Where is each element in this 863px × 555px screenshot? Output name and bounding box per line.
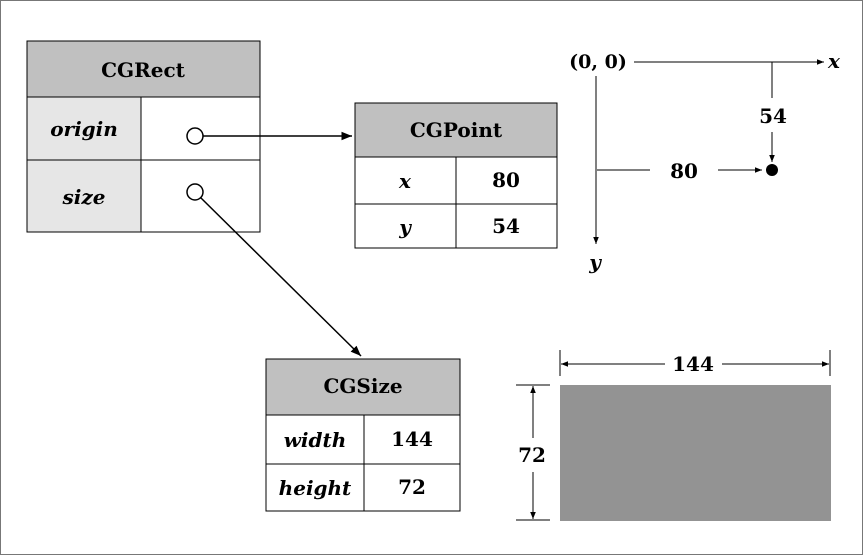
dy-label: 54 (759, 104, 787, 128)
height-dimension-label: 72 (518, 443, 546, 467)
cgsize-height-value: 72 (398, 475, 426, 499)
cgpoint-y-label: y (398, 215, 412, 239)
cgpoint-y-value: 54 (492, 214, 520, 238)
cgsize-height-label: height (279, 476, 352, 500)
point-dot (766, 164, 778, 176)
dx-label: 80 (670, 159, 698, 183)
size-pointer-circle (186, 183, 204, 201)
cgpoint-x-value-cell (455, 156, 558, 205)
cgpoint-x-label: x (398, 169, 412, 193)
cgrect-origin-value-cell (140, 96, 261, 161)
cgsize-box: CGSize width 144 height 72 (265, 358, 461, 512)
cgsize-title: CGSize (323, 374, 402, 398)
cgpoint-header (354, 102, 558, 158)
cgsize-header (265, 358, 461, 416)
cgrect-size-label-cell (26, 159, 142, 233)
size-rectangle (560, 385, 831, 521)
cgpoint-y-value-cell (455, 203, 558, 249)
cgpoint-box: CGPoint x 80 y 54 (354, 102, 558, 249)
cgrect-header (26, 40, 261, 98)
cgsize-width-label: width (284, 428, 347, 452)
origin-pointer-circle (186, 127, 204, 145)
cgsize-height-value-cell (363, 463, 461, 512)
origin-label: (0, 0) (569, 51, 627, 73)
x-axis-label: x (827, 49, 841, 73)
cgsize-width-value: 144 (391, 427, 433, 451)
size-pointer-arrow (200, 197, 362, 357)
y-axis-label: y (588, 250, 602, 274)
coordinate-system: (0, 0) x y 54 80 (569, 49, 841, 274)
width-dimension-label: 144 (672, 352, 714, 376)
cgsize-width-value-cell (363, 414, 461, 465)
cgrect-origin-label-cell (26, 96, 142, 161)
size-rectangle-illustration: 144 72 (516, 350, 831, 521)
cgrect-size-label: size (62, 185, 106, 209)
cgsize-height-label-cell (265, 463, 365, 512)
cgpoint-x-value: 80 (492, 168, 520, 192)
cgrect-title: CGRect (101, 58, 186, 82)
cgpoint-title: CGPoint (410, 118, 503, 142)
cgrect-box: CGRect origin size (26, 40, 261, 233)
cgpoint-y-label-cell (354, 203, 457, 249)
cgrect-origin-label: origin (50, 117, 118, 141)
